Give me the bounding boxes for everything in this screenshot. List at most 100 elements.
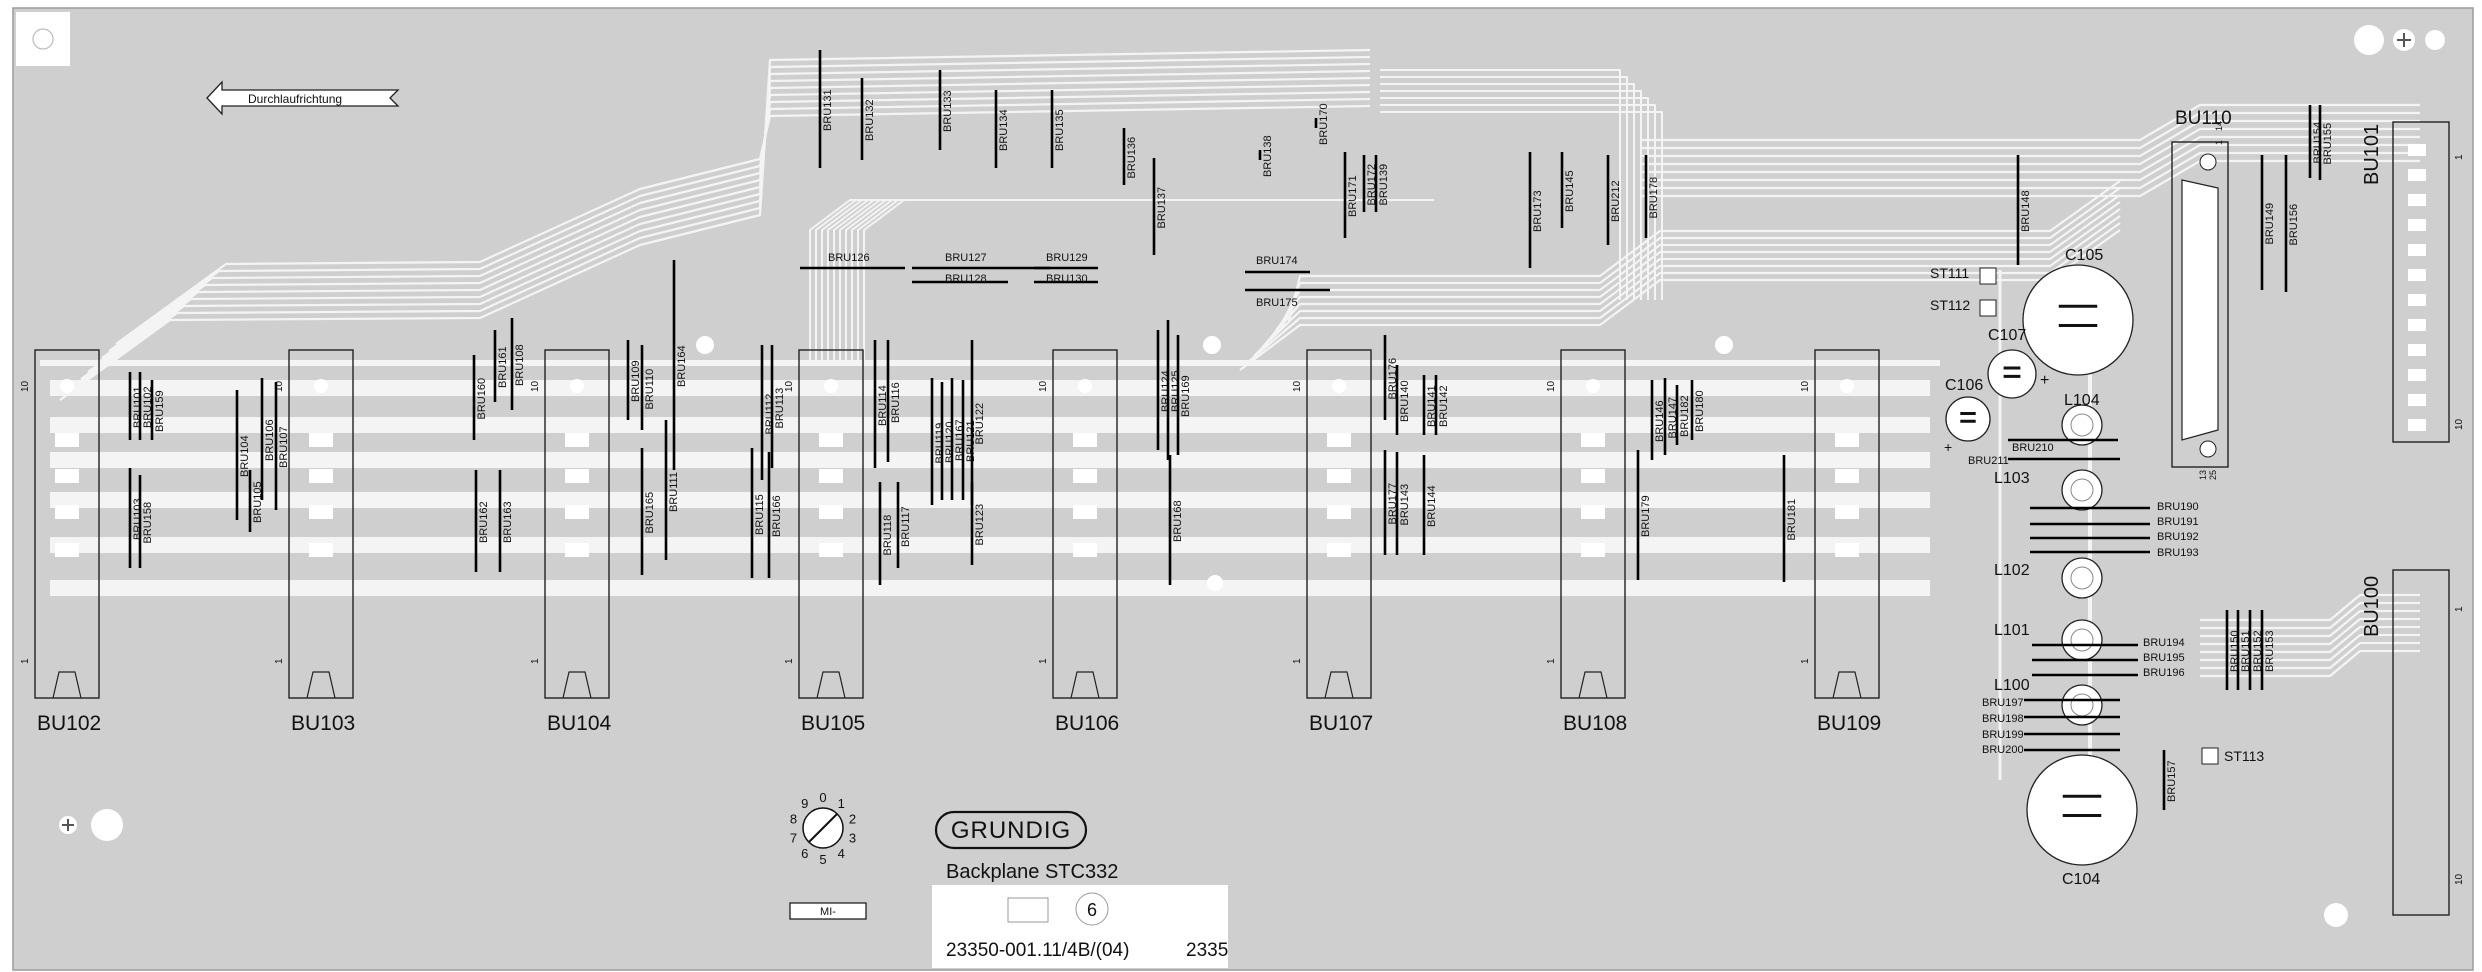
jumper-label-BRU190: BRU190 (2157, 501, 2199, 513)
connector-pin-bottom-label: 1 (1038, 658, 1049, 664)
connector-pin-bottom-label: 1 (1800, 658, 1811, 664)
plus-icon-2 (62, 819, 74, 831)
l104-body (2061, 404, 2103, 446)
connector-pad-1 (1835, 469, 1859, 483)
connector-pin-top-label: 10 (1038, 380, 1049, 392)
mi-box (789, 902, 867, 920)
corner-fiducial (32, 28, 54, 50)
mounting-hole-1 (2425, 30, 2445, 50)
bus-band-3 (50, 492, 1930, 508)
connector-pin-bottom-label: 1 (274, 658, 285, 664)
jumper-label-BRU130: BRU130 (1046, 273, 1088, 285)
part-number: 23350-001.11/4B/(04) (946, 940, 1129, 961)
connector-pad-3 (565, 543, 589, 557)
c104-polarity (2062, 794, 2102, 817)
jumper-label-BRU164: BRU164 (676, 345, 688, 387)
st111-label: ST111 (1930, 265, 1969, 281)
mi-label: MI- (820, 906, 836, 918)
trace-top-right-0 (1380, 69, 1621, 300)
title-block: GRUNDIG Backplane STC332 6 23350-001.11/… (789, 810, 1228, 968)
c107-polarity (2003, 366, 2021, 378)
connector-pad-1 (1327, 469, 1351, 483)
connector-pad-2 (819, 505, 843, 519)
connector-pin1-marker (60, 379, 74, 393)
jumper-label-BRU114: BRU114 (877, 385, 889, 426)
connector-pad-3 (309, 543, 333, 557)
jumper-label-BRU192: BRU192 (2157, 531, 2199, 543)
rotary-digit: 5 (819, 852, 826, 867)
edge-connectors: BU102101BU103101BU104101BU105101BU106101… (20, 108, 2465, 916)
connector-pin1-marker (314, 379, 328, 393)
jumper-label-BRU163: BRU163 (502, 501, 514, 543)
bu101-pad-1 (2408, 169, 2426, 181)
trace-top-right-6 (1380, 111, 1663, 300)
connector-pad-0 (309, 433, 333, 447)
connector-pad-2 (1073, 505, 1097, 519)
connector-latch (562, 671, 592, 699)
jumper-label-BRU137: BRU137 (1156, 187, 1168, 229)
trace-bu100-2 (2200, 609, 2420, 638)
connector-pin-bottom-label: 1 (1292, 658, 1303, 664)
st112-pad (1979, 299, 1997, 317)
brand-logo-frame (934, 810, 1088, 850)
jumper-label-BRU142: BRU142 (1438, 385, 1450, 427)
connector-pin1-marker (1840, 379, 1854, 393)
connector-label-BU110: BU110 (2175, 108, 2232, 129)
connector-pad-3 (1327, 543, 1351, 557)
l102-core (2070, 566, 2094, 590)
connector-pad-1 (1581, 469, 1605, 483)
connector-label-BU101: BU101 (2361, 124, 2383, 185)
l103-core (2070, 478, 2094, 502)
trace-bu100-1 (2200, 601, 2420, 630)
connector-pin-top-label: 10 (274, 380, 285, 392)
connector-pin1-marker (1078, 379, 1092, 393)
jumper-label-BRU138: BRU138 (1262, 135, 1274, 177)
trace-fan-left-4 (87, 76, 1371, 373)
l101-body (2061, 619, 2103, 661)
brand-logo: GRUNDIG (951, 817, 1071, 844)
connector-pad-3 (819, 543, 843, 557)
mounting-hole-7 (1207, 575, 1223, 591)
st113-pad (2201, 747, 2219, 765)
connector-pad-0 (1581, 433, 1605, 447)
jumper-label-BRU143: BRU143 (1399, 484, 1411, 526)
l104-label: L104 (2064, 392, 2100, 409)
connector-pin-top-label: 10 (1546, 380, 1557, 392)
rotary-digit: 3 (849, 831, 856, 846)
connector-pad-2 (1581, 505, 1605, 519)
bu110-pin-label: 1 (2214, 140, 2224, 145)
bu101-pad-3 (2408, 219, 2426, 231)
jumper-label-BRU193: BRU193 (2157, 547, 2199, 559)
trace-bu100-7 (2200, 649, 2420, 678)
copper-traces (40, 48, 2420, 780)
jumper-label-BRU171: BRU171 (1347, 175, 1359, 217)
jumper-label-BRU165: BRU165 (644, 492, 656, 534)
c106-polarity (1960, 412, 1976, 423)
jumper-label-BRU180: BRU180 (1694, 390, 1706, 432)
jumper-label-BRU181: BRU181 (1786, 499, 1798, 541)
connector-label-BU105: BU105 (801, 712, 865, 735)
components: C105C107C106C104++L104L103L102L101L100ST… (1930, 247, 2264, 888)
trace-mid-9 (863, 199, 1434, 360)
bu101-pad-9 (2408, 369, 2426, 381)
connector-body-BU106 (1052, 349, 1118, 699)
bus-band-2 (50, 452, 1930, 468)
direction-label: Durchlaufrichtung (248, 92, 342, 106)
jumper-label-BRU110: BRU110 (644, 369, 656, 410)
jumper-label-BRU210: BRU210 (2012, 442, 2054, 454)
l103-body (2061, 469, 2103, 511)
jumper-label-BRU146: BRU146 (1654, 400, 1666, 442)
trace-top-right-1 (1380, 76, 1628, 300)
connector-pad-1 (565, 469, 589, 483)
jumper-label-BRU140: BRU140 (1399, 380, 1411, 422)
bu101-pin-top: 1 (2454, 154, 2465, 160)
connector-latch (816, 671, 846, 699)
trace-fan-mid-4 (1267, 201, 2121, 343)
connector-pad-1 (819, 469, 843, 483)
jumper-label-BRU129: BRU129 (1046, 252, 1088, 264)
jumper-label-BRU135: BRU135 (1054, 109, 1066, 151)
connector-body-BU101 (2392, 121, 2450, 443)
jumper-label-BRU161: BRU161 (497, 346, 509, 388)
